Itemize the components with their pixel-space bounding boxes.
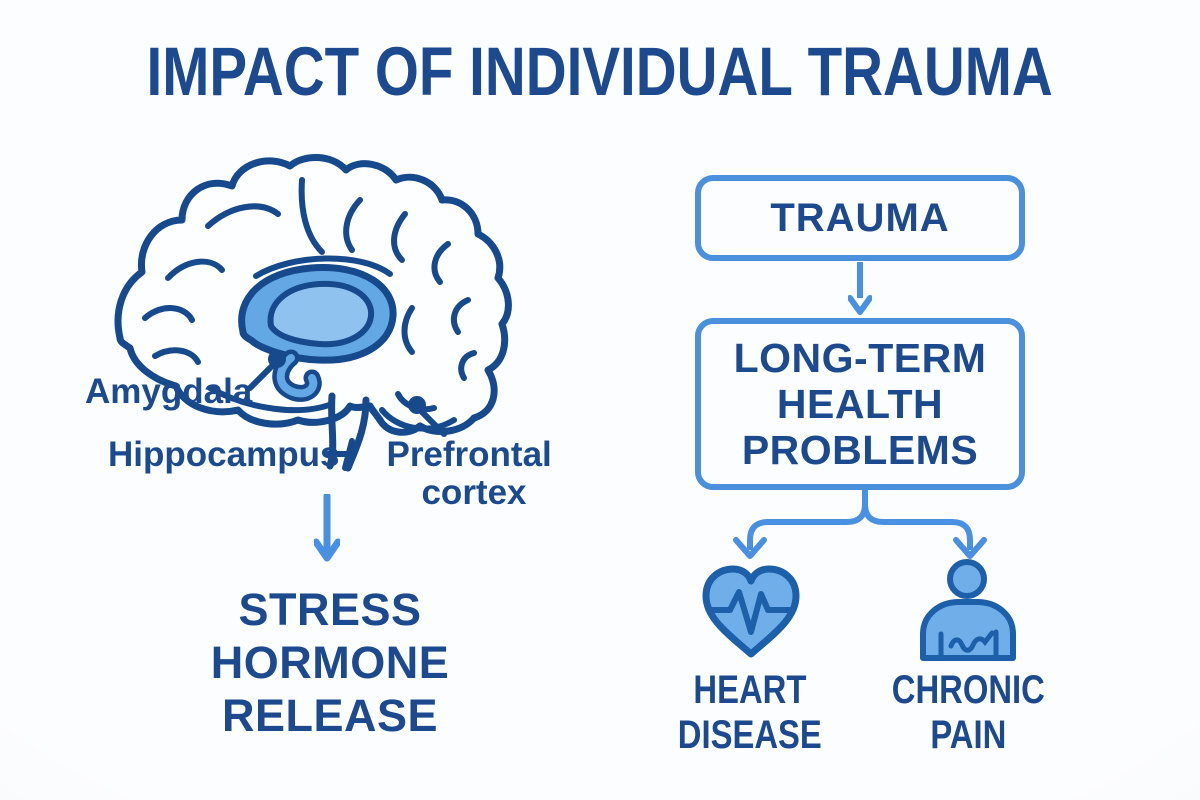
amygdala-leader-line [247, 363, 275, 391]
trauma-box: TRAUMA [695, 175, 1025, 261]
ekg-line [707, 589, 795, 635]
heart-ekg-icon [702, 565, 800, 658]
longterm-label: LONG-TERM HEALTH PROBLEMS [733, 335, 987, 473]
prefrontal-leader-line [419, 409, 447, 437]
branch-connector [733, 490, 987, 559]
longterm-health-problems-box: LONG-TERM HEALTH PROBLEMS [695, 318, 1025, 490]
trauma-label: TRAUMA [770, 195, 950, 240]
amygdala-label: Amygdala [85, 372, 253, 411]
limbic-system-highlight [238, 264, 397, 402]
stress-hormone-release-label: STRESS HORMONE RELEASE [210, 584, 450, 741]
chronic-pain-label: CHRONIC PAIN [891, 668, 1045, 757]
down-arrow-icon [314, 494, 340, 562]
pain-squiggle [948, 630, 995, 653]
page-title: IMPACT OF INDIVIDUAL TRAUMA [146, 33, 1054, 110]
brain-illustration: Amygdala Hippocampus Prefrontal cortex [60, 148, 560, 526]
prefrontal-cortex-label: Prefrontal cortex [386, 435, 560, 512]
hippocampus-label: Hippocampus [108, 435, 339, 474]
down-arrow-icon [848, 262, 872, 315]
down-arrow-icon [953, 537, 987, 559]
brainstem-lines [326, 392, 370, 472]
person-pain-icon [920, 559, 1016, 661]
hippocampus-leader-tick [342, 438, 355, 471]
brain-icon: Amygdala Hippocampus Prefrontal cortex [85, 153, 560, 512]
brain-gyri-lines [142, 177, 477, 432]
heart-disease-label: HEART DISEASE [677, 668, 822, 757]
down-arrow-icon [733, 537, 767, 559]
